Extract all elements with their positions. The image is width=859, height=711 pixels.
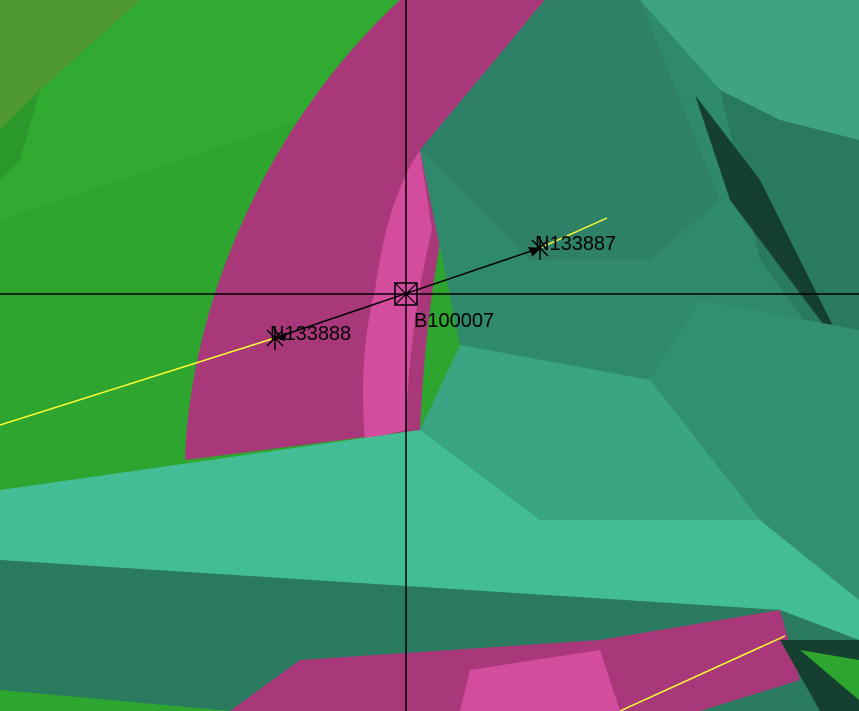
pink-lower: [460, 650, 620, 711]
arrow-head-right: [528, 247, 540, 255]
beam-line-lower[interactable]: [619, 635, 786, 711]
element-box-outline: [394, 282, 418, 306]
teal-beam-upper: [0, 430, 859, 640]
node-label-133888: N133888: [270, 323, 351, 345]
green-highlight: [0, 0, 410, 220]
arrow-head-left: [275, 332, 287, 341]
green-lower-right: [800, 650, 859, 700]
beam-line-right[interactable]: [539, 217, 608, 249]
node-marker-133888[interactable]: [266, 326, 284, 350]
magenta-lower: [230, 610, 800, 711]
node-label-133887: N133887: [535, 233, 616, 255]
element-label: B100007: [414, 310, 494, 332]
pink-ring-inner: [363, 150, 432, 440]
beam-line-left[interactable]: [0, 337, 276, 426]
teal-facet-c: [720, 90, 859, 370]
teal-facet-e: [650, 300, 859, 600]
green-corner: [0, 690, 230, 711]
teal-facet-d: [420, 345, 760, 520]
teal-facet-b: [640, 0, 859, 140]
element-box-icon[interactable]: [394, 282, 418, 306]
node-marker-133887[interactable]: [531, 236, 549, 260]
element-box-diagonal: [394, 282, 418, 306]
teal-facet-a: [420, 0, 720, 260]
